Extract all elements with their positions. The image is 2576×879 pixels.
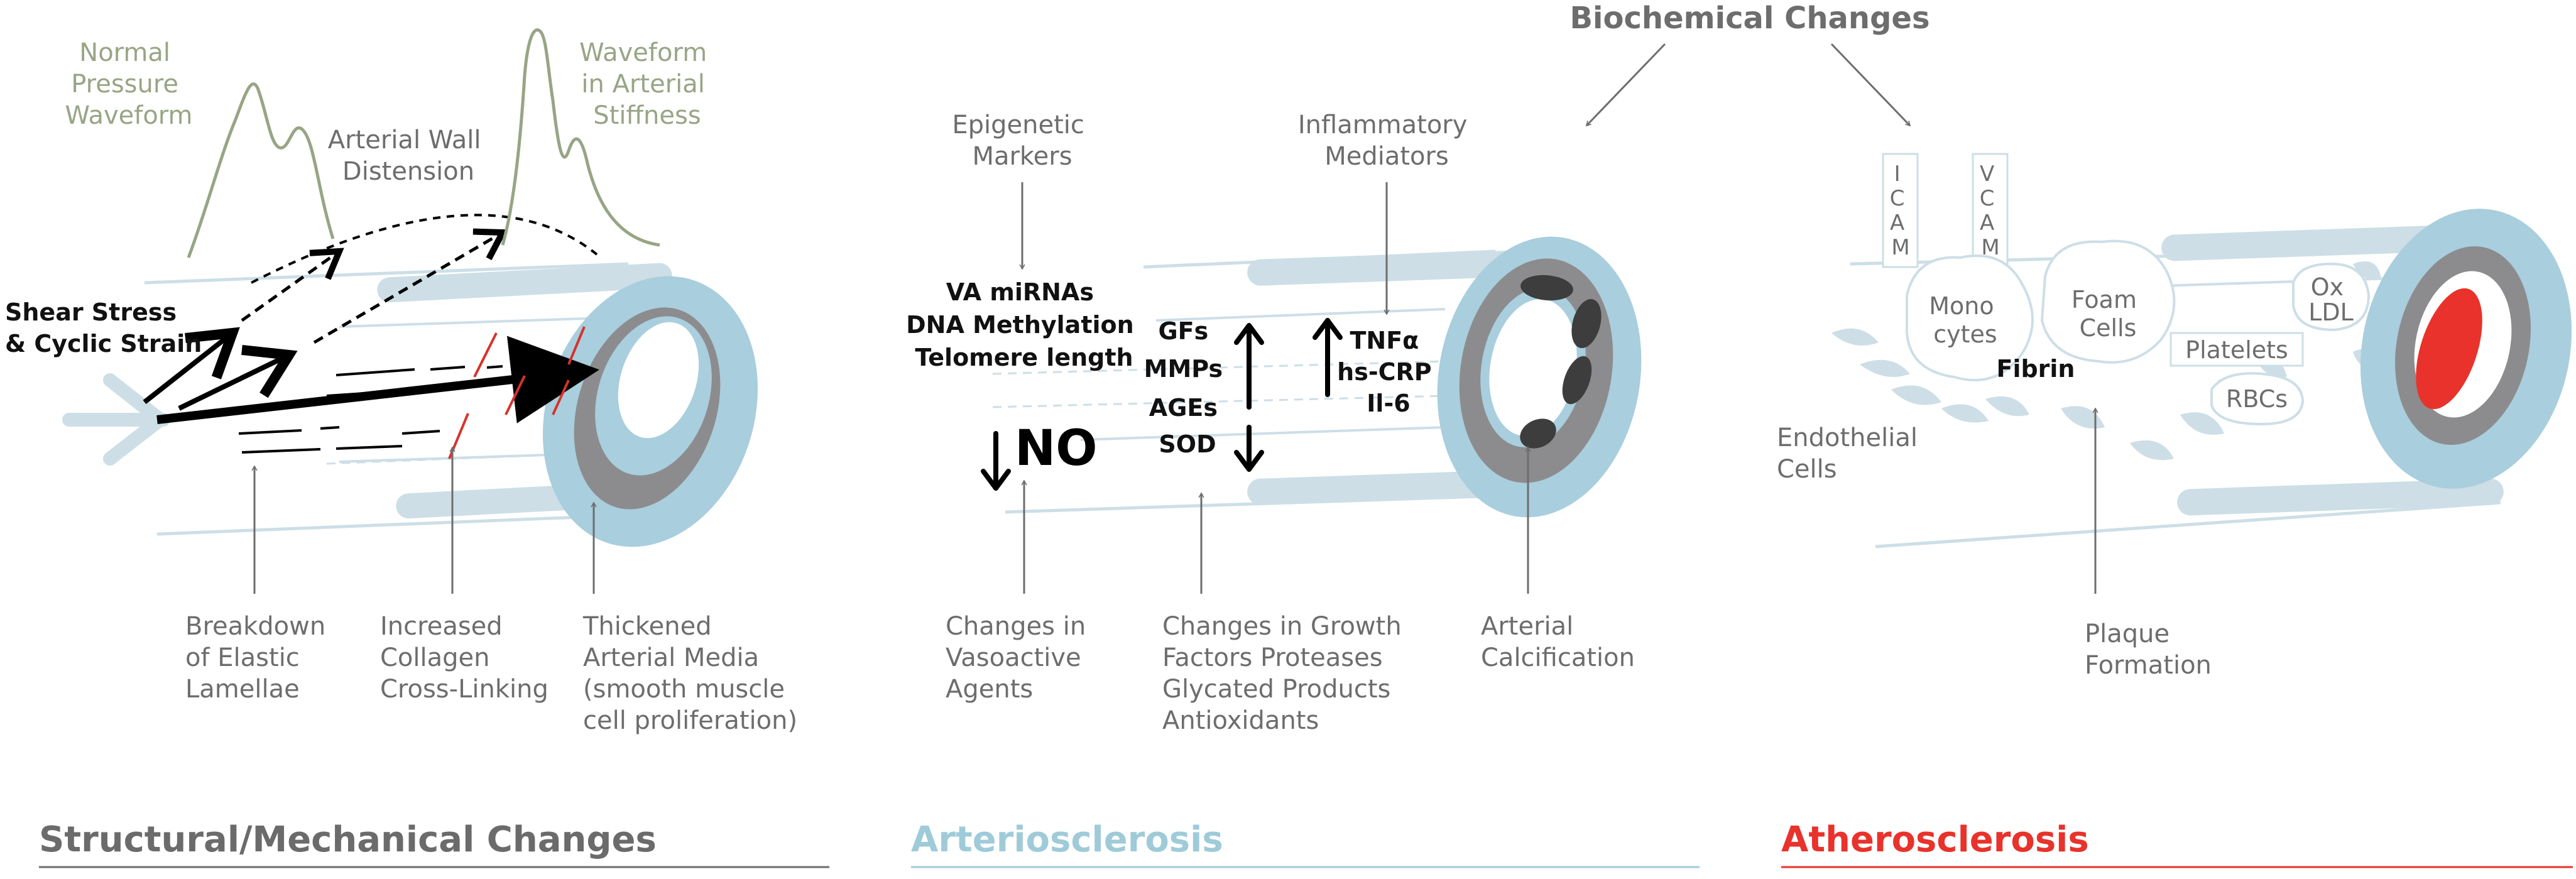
fibrin-label: Fibrin	[1996, 355, 2075, 383]
icam-label: I C A M	[1890, 161, 1912, 260]
inflammatory-mediators-label: Inflammatory Mediators	[1298, 111, 1475, 171]
biochemical-arrows	[1585, 43, 1911, 127]
arteriosclerosis-panel: Epigenetic Markers Inflammatory Mediator…	[906, 111, 1700, 868]
shear-stress-arrows	[143, 214, 599, 424]
normal-pressure-waveform	[187, 82, 335, 258]
vasoactive-label: Changes in Vasoactive Agents	[946, 612, 1094, 704]
rbcs-label: RBCs	[2226, 385, 2288, 413]
foam-cells-label: Foam Cells	[2071, 286, 2144, 342]
arteriosclerosis-vessel-body	[992, 249, 1549, 514]
epigenetic-markers-label: Epigenetic Markers	[952, 111, 1092, 171]
calcified-cross-section	[1437, 236, 1642, 518]
foam-cell	[2040, 239, 2176, 364]
vcam-box	[1972, 153, 2009, 268]
rbc-cell	[2210, 372, 2305, 426]
platelets-label: Platelets	[2185, 336, 2288, 364]
oxldl-label: Ox LDL	[2308, 273, 2354, 326]
biomarker-change-arrows	[981, 318, 1343, 491]
calcification-label: Arterial Calcification	[1481, 612, 1635, 672]
platelets-box	[2169, 332, 2304, 367]
growth-changes-label: Changes in Growth Factors Proteases Glyc…	[1162, 612, 1409, 735]
elastic-lamellae-label: Breakdown of Elastic Lamellae	[185, 612, 334, 704]
atherosclerosis-panel: Biochemical Changes	[1569, 1, 2573, 868]
structural-title: Structural/Mechanical Changes	[39, 819, 657, 860]
atherosclerosis-cross-section	[2360, 209, 2572, 489]
monocyte-cell	[1906, 254, 2034, 381]
structural-panel: Normal Pressure Waveform Waveform in Art…	[5, 28, 829, 868]
flow-inlet-arrow	[62, 373, 172, 466]
stiffness-waveform-label: Waveform in Arterial Stiffness	[579, 38, 715, 130]
epigenetic-list: VA miRNAs DNA Methylation Telomere lengt…	[906, 278, 1142, 371]
biochemical-changes-label: Biochemical Changes	[1569, 1, 1929, 36]
nitric-oxide-label: NO	[1015, 420, 1098, 477]
arterial-media-label: Thickened Arterial Media (smooth muscle …	[582, 612, 797, 735]
atherosclerosis-title: Atherosclerosis	[1781, 819, 2089, 860]
arteriosclerosis-title: Arteriosclerosis	[911, 819, 1223, 860]
shear-stress-label: Shear Stress & Cyclic Strain	[5, 298, 202, 358]
vcam-label: V C A M	[1980, 161, 2002, 260]
icam-box	[1882, 153, 1919, 268]
monocytes-label: Mono cytes	[1929, 292, 2001, 348]
structural-leader-arrows	[251, 446, 597, 594]
collagen-label: Increased Collagen Cross-Linking	[380, 612, 548, 704]
stiffness-waveform	[501, 28, 660, 247]
arterio-leader-arrows	[1019, 182, 1531, 594]
oxldl-particle	[2292, 262, 2371, 332]
inflammatory-list: TNFα hs-CRP Il-6	[1337, 327, 1440, 417]
elastic-lamellae-fragments	[238, 365, 503, 454]
normal-waveform-label: Normal Pressure Waveform	[65, 38, 192, 130]
plaque-formation-label: Plaque Formation	[2085, 620, 2212, 680]
structural-cross-section	[542, 276, 758, 547]
endothelial-cells-label: Endothelial Cells	[1777, 423, 1926, 484]
wall-distension-label: Arterial Wall Distension	[328, 126, 489, 186]
growth-factor-list: GFs MMPs AGEs SOD	[1144, 317, 1231, 458]
